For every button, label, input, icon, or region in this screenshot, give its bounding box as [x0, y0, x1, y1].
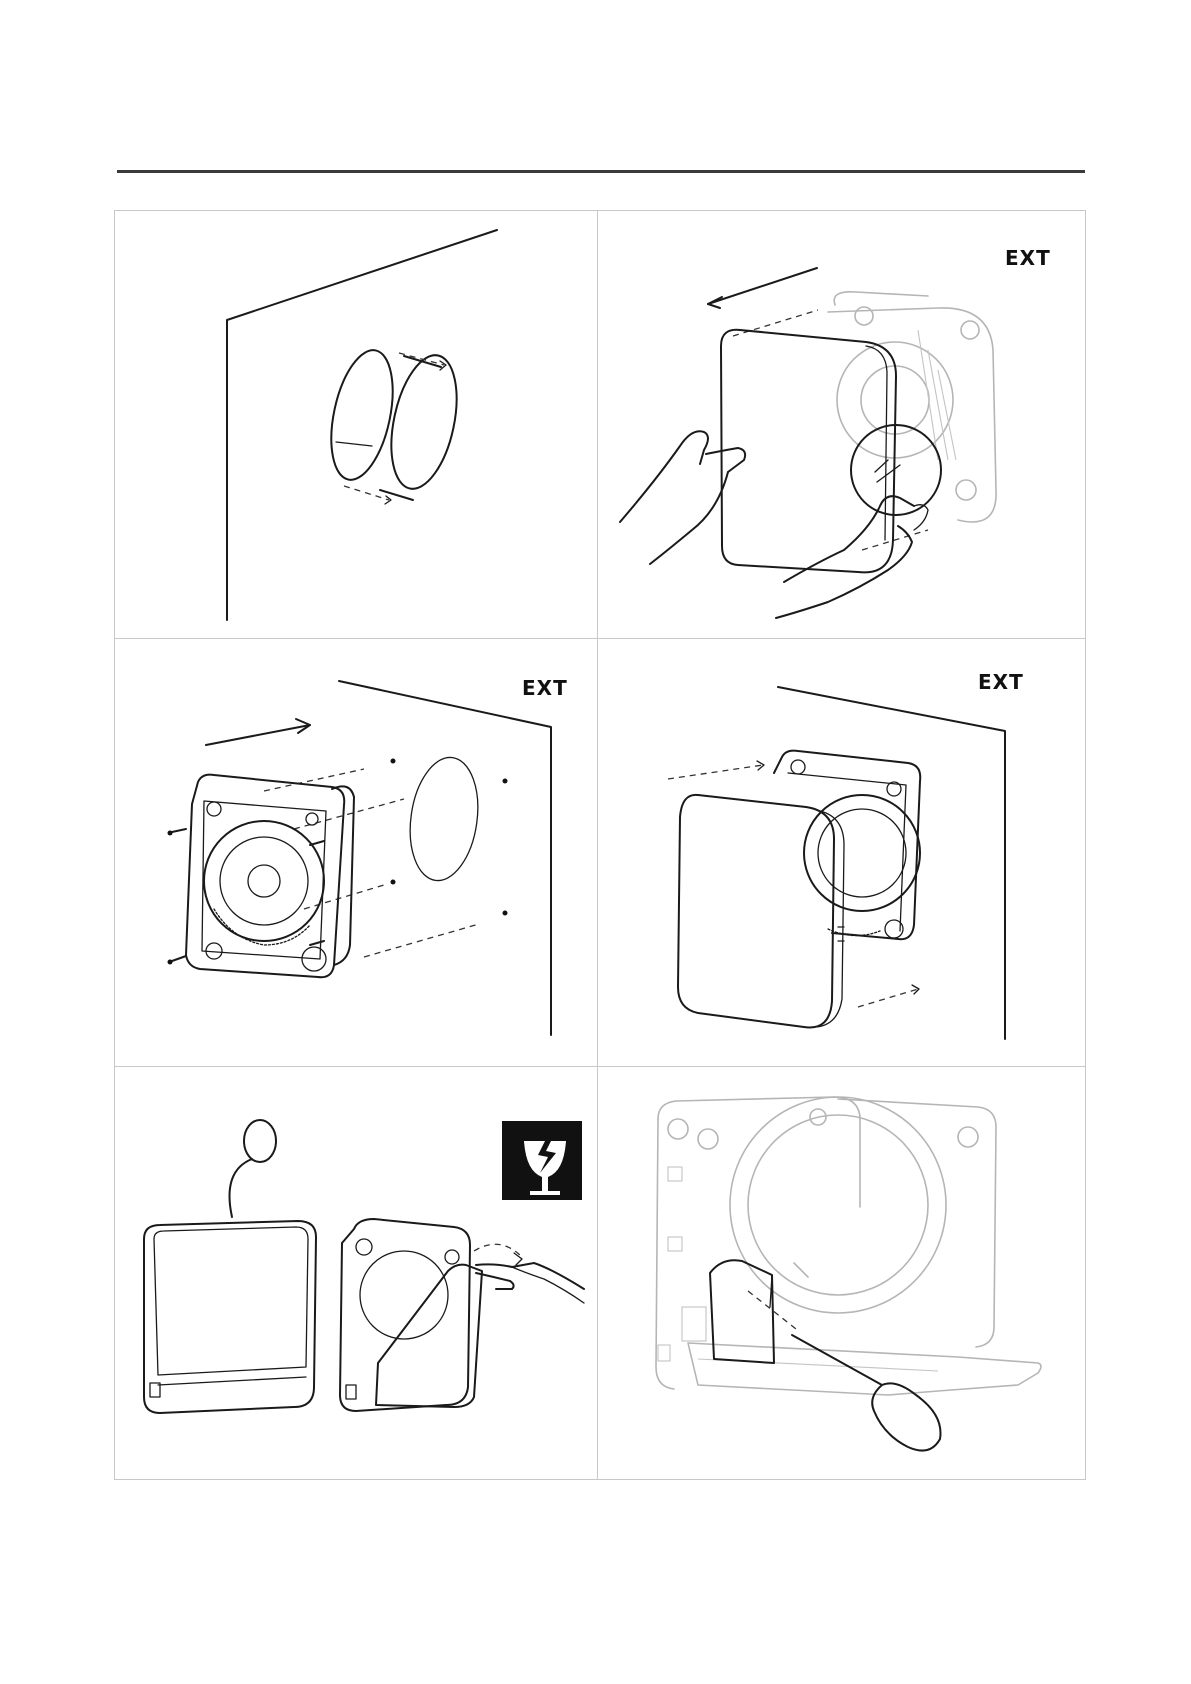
panel-6-illustration — [598, 1067, 1085, 1480]
panel-3-illustration — [114, 639, 597, 1066]
panel-4-illustration — [598, 639, 1085, 1066]
panel-3-ext-label: EXT — [522, 676, 568, 700]
header-rule — [117, 170, 1085, 173]
panel-1-illustration — [114, 210, 597, 638]
panel-4-ext-label: EXT — [978, 670, 1024, 694]
panel-2-illustration — [598, 210, 1085, 638]
panel-5-illustration — [114, 1067, 597, 1480]
panel-2-ext-label: EXT — [1005, 246, 1051, 270]
